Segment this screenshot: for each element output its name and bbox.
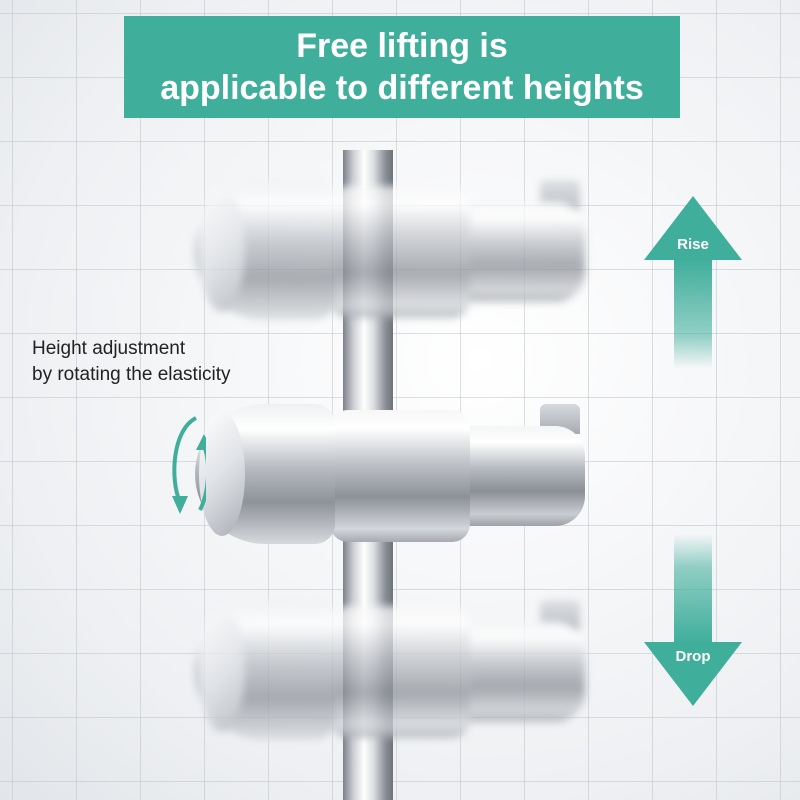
callout-line-2: by rotating the elasticity — [32, 364, 231, 385]
drop-label: Drop — [675, 648, 711, 665]
headline-line-1: Free lifting is — [296, 27, 508, 65]
rise-label: Rise — [677, 236, 709, 253]
arrow-down-icon — [644, 534, 742, 706]
adjustment-callout: Height adjustment by rotating the elasti… — [32, 336, 231, 388]
headline-banner: Free lifting is applicable to different … — [124, 16, 680, 118]
shower-holder — [195, 404, 585, 544]
height-range-arrows: Rise Drop — [644, 196, 742, 706]
rotate-arrow-icon — [172, 416, 206, 514]
shower-holder-raised — [195, 180, 585, 320]
callout-line-1: Height adjustment — [32, 338, 186, 359]
headline-line-2: applicable to different heights — [160, 69, 644, 107]
shower-holder-lowered — [195, 600, 585, 740]
arrow-up-icon — [644, 196, 742, 369]
